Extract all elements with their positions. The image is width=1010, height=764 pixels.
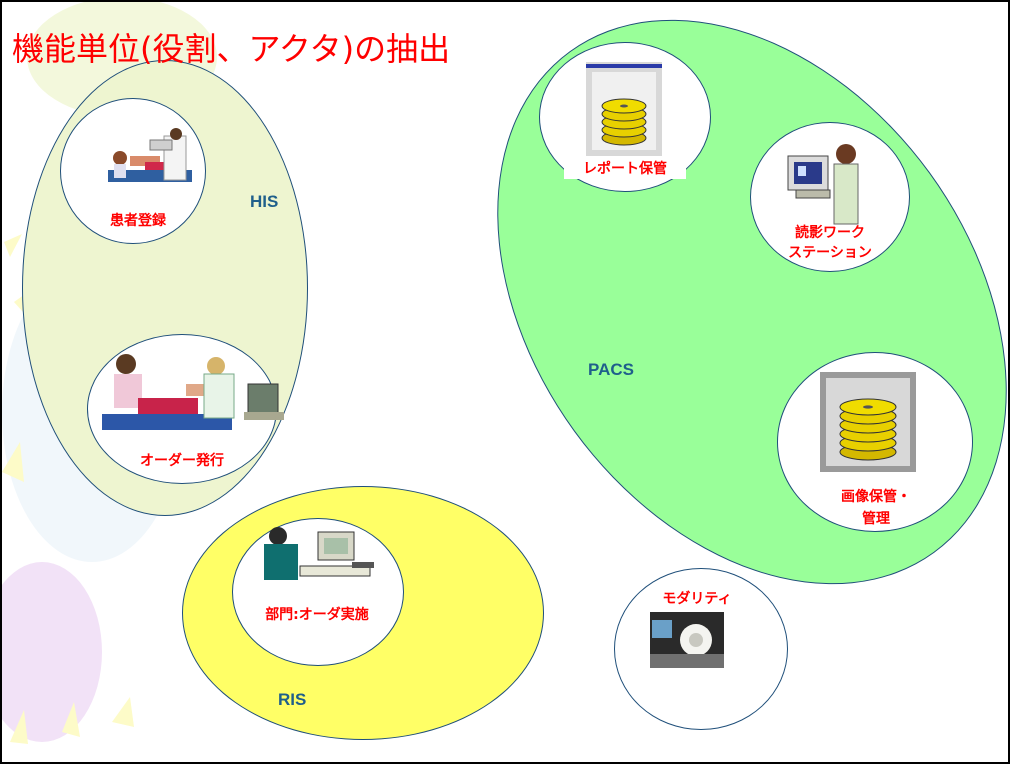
bg-ray-3 [112,697,134,727]
reading-workstation-caption-1: 読影ワーク [795,225,865,241]
patient-doctor-illustration [108,128,192,182]
reading-workstation-caption-2: ステーション [788,245,872,261]
report-storage-caption: レポート保管 [564,160,686,179]
his-label: HIS [250,192,279,211]
ris-label: RIS [278,690,307,709]
modality-circle [614,568,788,730]
disk-stack [601,98,647,146]
order-issue-caption: オーダー発行 [140,453,224,469]
office-worker-illustration [264,527,374,580]
bg-bubble-bottom [2,562,102,742]
slide-title: 機能単位(役割、アクタ)の抽出 [12,30,451,68]
bg-ray-2 [62,702,80,737]
image-storage-caption-2: 管理 [862,511,890,527]
modality-illustration [650,612,724,668]
report-storage-illustration [586,62,662,156]
bg-ray-1 [10,710,28,744]
reading-workstation-illustration [787,144,859,225]
pacs-label: PACS [588,360,634,379]
bg-ray-4 [2,442,24,482]
patient-registration-caption: 患者登録 [110,213,166,229]
image-storage-illustration [820,372,916,472]
image-storage-caption-1: 画像保管・ [841,489,911,505]
department-order-caption: 部門:オーダ実施 [265,607,369,623]
modality-caption: モダリティ [662,591,732,607]
order-issue-illustration [102,354,284,430]
bg-ray-6 [4,234,22,257]
